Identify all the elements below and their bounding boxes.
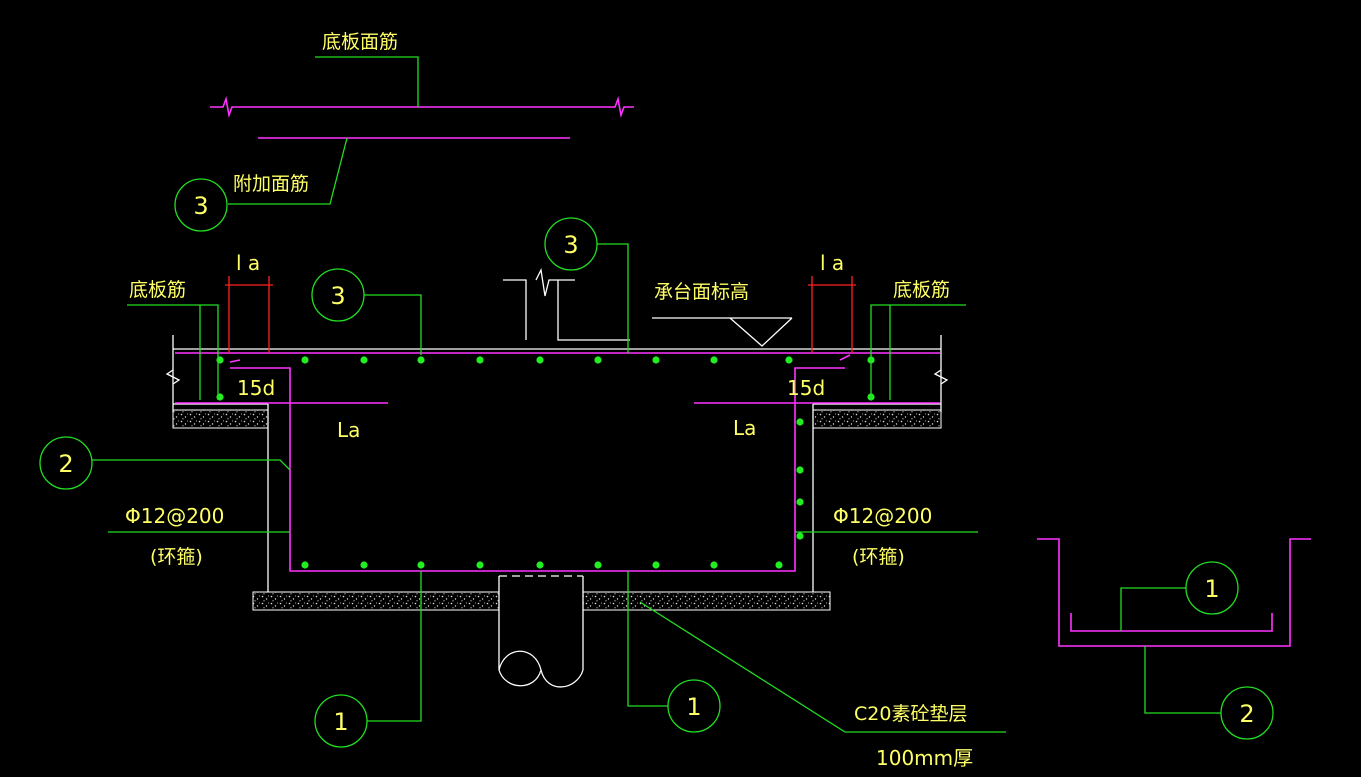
cushion-label: C20素砼垫层 [854, 703, 967, 725]
rebar-dot [301, 561, 309, 569]
stirrup-left-spec: Φ12@200 [125, 504, 224, 528]
rebar-dot [775, 561, 783, 569]
right-cushion [812, 409, 942, 429]
extra-bar-leader [228, 137, 348, 205]
rebar-dot [652, 356, 660, 364]
rebar-dot [417, 356, 425, 364]
right-stirrup-callout: Φ12@200 (环箍) [795, 504, 978, 568]
rebar-dot [785, 356, 793, 364]
rebar-dots [216, 356, 875, 569]
svg-text:3: 3 [563, 231, 578, 259]
stirrup-left-note: (环箍) [150, 546, 203, 568]
rebar-lines [175, 352, 940, 572]
stirrup-right-note: (环箍) [852, 546, 905, 568]
cushion-layers [172, 409, 942, 611]
cushion-thickness: 100mm厚 [876, 746, 973, 770]
bottom-bar-left-label: 底板筋 [129, 279, 186, 301]
la-top-right: l a [820, 251, 844, 275]
la-top-left: l a [236, 251, 260, 275]
bottom-cushion-right [582, 591, 831, 611]
cushion-callout: C20素砼垫层 100mm厚 [639, 601, 1006, 770]
svg-text:1: 1 [333, 708, 348, 736]
stirrup-right-spec: Φ12@200 [833, 504, 932, 528]
callout-3-left: 3 [311, 268, 422, 355]
cap-elevation-marker: 承台面标高 [652, 281, 793, 347]
top-bar-label: 底板面筋 [322, 31, 398, 53]
callout-2-stirrup: 2 Φ12@200 (环箍) [39, 436, 291, 568]
rebar-dot [796, 418, 804, 426]
rebar-dot [301, 356, 309, 364]
cap-elevation-label: 承台面标高 [654, 281, 749, 303]
callout-2-side-num: 2 [1239, 700, 1254, 728]
top-bar-detail: 底板面筋 附加面筋 3 [174, 31, 634, 232]
rebar-dot [710, 561, 718, 569]
rebar-dot [710, 356, 718, 364]
la-left: La [337, 418, 360, 442]
d15-left: 15d [237, 376, 275, 400]
rebar-dot [476, 356, 484, 364]
callout-1-bottom-center: 1 [627, 571, 721, 733]
callout-3-extra-num: 3 [193, 192, 208, 220]
top-bar-leader [315, 56, 419, 107]
rebar-dot [360, 356, 368, 364]
rebar-dot [594, 561, 602, 569]
svg-text:1: 1 [686, 693, 701, 721]
rebar-dot [536, 356, 544, 364]
rebar-dot [796, 466, 804, 474]
rebar-dot [594, 356, 602, 364]
la-dimensions: l a l a [225, 251, 856, 353]
rebar-dot [536, 561, 544, 569]
callout-3-extra [174, 178, 228, 232]
la-right: La [733, 416, 756, 440]
svg-text:3: 3 [330, 282, 345, 310]
rebar-dot [476, 561, 484, 569]
top-bar-line [210, 96, 634, 118]
bottom-cushion-left [252, 591, 500, 611]
d15-right: 15d [787, 376, 825, 400]
extra-bar-label: 附加面筋 [233, 173, 309, 195]
cap-outline [165, 267, 949, 688]
callout-3-right: 3 [544, 217, 629, 353]
rebar-dot [652, 561, 660, 569]
side-detail: 1 2 [1037, 538, 1311, 740]
callout-1-bottom-left: 1 [314, 571, 422, 748]
left-cushion [172, 409, 269, 429]
right-bottom-bar-callout: 底板筋 15d La [733, 279, 966, 440]
svg-text:2: 2 [58, 450, 73, 478]
left-bottom-bar-callout: 底板筋 15d La [127, 279, 360, 442]
rebar-dot [796, 532, 804, 540]
rebar-dot [796, 498, 804, 506]
rebar-dot [417, 561, 425, 569]
rebar-dot [360, 561, 368, 569]
callout-1-side-num: 1 [1204, 575, 1219, 603]
bottom-bar-right-label: 底板筋 [893, 279, 950, 301]
